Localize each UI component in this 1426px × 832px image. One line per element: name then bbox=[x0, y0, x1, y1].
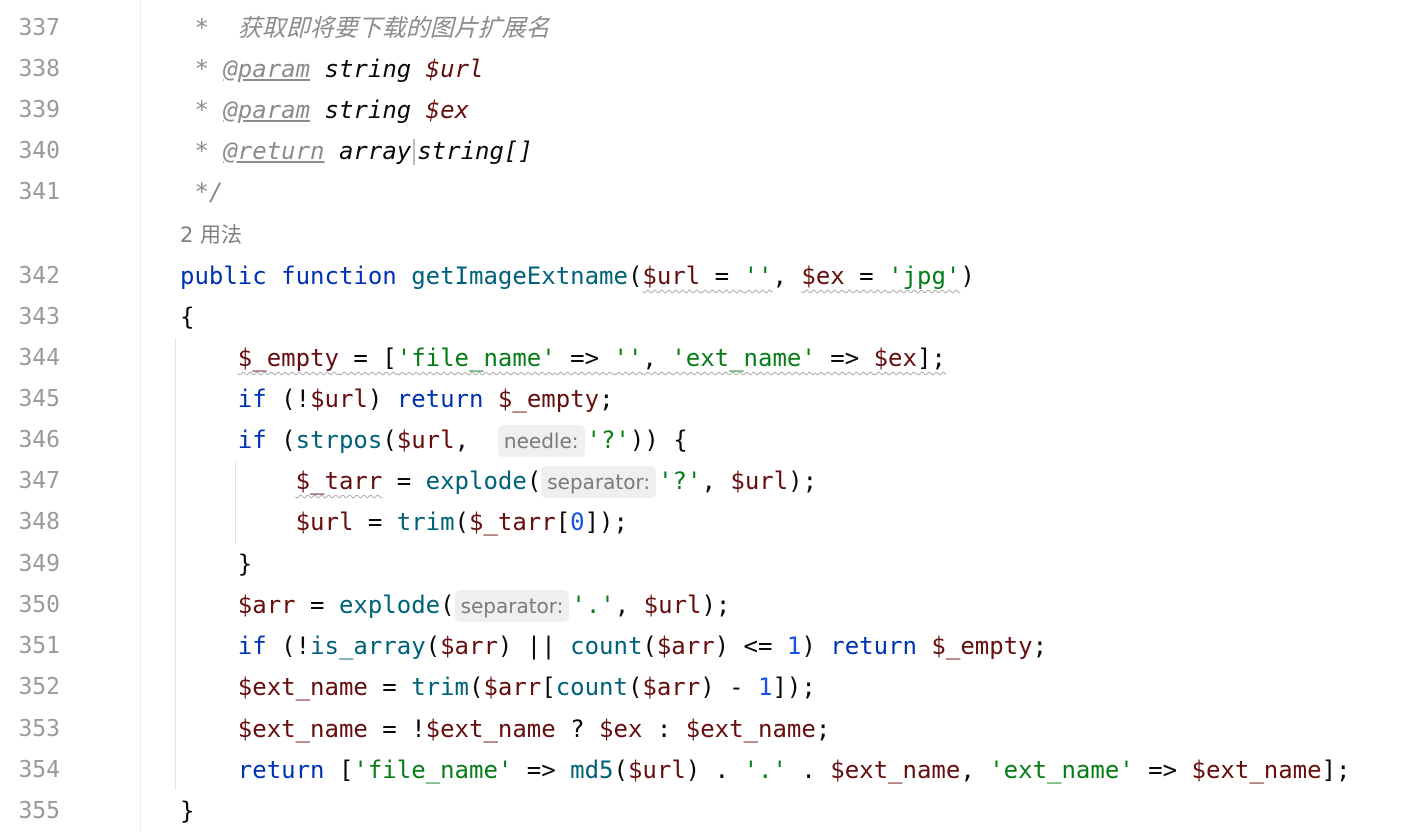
code-line[interactable]: 344 $_empty = ['file_name' => '', 'ext_n… bbox=[0, 338, 1426, 379]
code-text: } bbox=[180, 797, 195, 825]
code-line[interactable]: 353 $ext_name = !$ext_name ? $ex : $ext_… bbox=[0, 709, 1426, 750]
line-number: 350 bbox=[18, 592, 60, 618]
line-number: 345 bbox=[18, 386, 60, 412]
code-line[interactable]: 350 $arr = explode(separator:'.', $url); bbox=[0, 585, 1426, 626]
code-line[interactable]: 346 if (strpos($url, needle:'?')) { bbox=[0, 420, 1426, 461]
code-line[interactable]: 345 if (!$url) return $_empty; bbox=[0, 379, 1426, 420]
line-number: 340 bbox=[18, 138, 60, 164]
line-number: 354 bbox=[18, 757, 60, 783]
doc-tag: @param bbox=[223, 96, 311, 124]
text-caret bbox=[413, 139, 416, 165]
code-text: if (strpos($url, needle:'?')) { bbox=[180, 420, 688, 461]
doc-var: $url bbox=[425, 55, 484, 83]
parameter-hint: separator: bbox=[541, 466, 657, 498]
line-number: 346 bbox=[18, 427, 60, 453]
code-text: $_tarr = explode(separator:'?', $url); bbox=[180, 461, 817, 502]
line-number: 342 bbox=[18, 263, 60, 289]
code-line[interactable]: 337 * 获取即将要下载的图片扩展名 bbox=[0, 8, 1426, 49]
code-line[interactable]: 341 */ bbox=[0, 172, 1426, 213]
code-text: */ bbox=[180, 172, 223, 213]
usage-hint-line[interactable]: 2 用法 bbox=[0, 215, 1426, 256]
doc-comment-text: 获取即将要下载的图片扩展名 bbox=[237, 14, 550, 42]
code-line[interactable]: 339 * @param string $ex bbox=[0, 90, 1426, 131]
code-line[interactable]: 351 if (!is_array($arr) || count($arr) <… bbox=[0, 626, 1426, 667]
code-line[interactable]: 354 return ['file_name' => md5($url) . '… bbox=[0, 750, 1426, 791]
code-line[interactable]: 352 $ext_name = trim($arr[count($arr) - … bbox=[0, 667, 1426, 708]
code-line[interactable]: 355 } bbox=[0, 791, 1426, 832]
line-number: 349 bbox=[18, 551, 60, 577]
parameter-hint: needle: bbox=[497, 425, 585, 457]
parameter-hint: separator: bbox=[454, 590, 570, 622]
doc-type: string bbox=[324, 55, 412, 83]
line-number: 344 bbox=[18, 345, 60, 371]
line-number: 352 bbox=[18, 674, 60, 700]
doc-type: string[] bbox=[417, 137, 533, 165]
code-line[interactable]: 342 public function getImageExtname($url… bbox=[0, 256, 1426, 297]
line-number: 337 bbox=[18, 15, 60, 41]
code-text: if (!$url) return $_empty; bbox=[237, 385, 614, 413]
code-line[interactable]: 348 $url = trim($_tarr[0]); bbox=[0, 502, 1426, 543]
doc-var: $ex bbox=[425, 96, 470, 124]
code-text: { bbox=[180, 303, 195, 331]
code-line[interactable]: 349 } bbox=[0, 544, 1426, 585]
line-number: 341 bbox=[18, 179, 60, 205]
code-text: } bbox=[180, 550, 253, 578]
indent-guide bbox=[175, 338, 176, 790]
line-number: 347 bbox=[18, 468, 60, 494]
usage-count-link[interactable]: 2 用法 bbox=[180, 223, 243, 247]
line-number: 355 bbox=[18, 798, 60, 824]
code-line[interactable]: 343 { bbox=[0, 297, 1426, 338]
doc-tag: @return bbox=[223, 137, 325, 165]
doc-type: string bbox=[324, 96, 412, 124]
code-text: return ['file_name' => md5($url) . '.' .… bbox=[237, 756, 1351, 784]
code-text: $arr = explode(separator:'.', $url); bbox=[180, 585, 730, 626]
code-text: if (!is_array($arr) || count($arr) <= 1)… bbox=[237, 632, 1048, 660]
code-line[interactable]: 347 $_tarr = explode(separator:'?', $url… bbox=[0, 461, 1426, 502]
line-number: 343 bbox=[18, 304, 60, 330]
line-number: 348 bbox=[18, 509, 60, 535]
code-text: $ext_name = !$ext_name ? $ex : $ext_name… bbox=[237, 715, 831, 743]
code-line[interactable]: 338 * @param string $url bbox=[0, 49, 1426, 90]
doc-comment-close: */ bbox=[194, 178, 224, 206]
code-text: * @param string $url bbox=[180, 55, 484, 83]
line-number: 339 bbox=[18, 97, 60, 123]
doc-tag: @param bbox=[223, 55, 311, 83]
line-number: 353 bbox=[18, 716, 60, 742]
line-number: 338 bbox=[18, 56, 60, 82]
doc-type: array bbox=[338, 137, 412, 165]
indent-guide bbox=[235, 462, 236, 544]
code-text: * 获取即将要下载的图片扩展名 bbox=[180, 14, 550, 42]
code-text: $ext_name = trim($arr[count($arr) - 1]); bbox=[237, 673, 816, 701]
code-text: $_empty = ['file_name' => '', 'ext_name'… bbox=[237, 344, 946, 372]
code-text: * @param string $ex bbox=[180, 96, 470, 124]
code-text: public function getImageExtname($url = '… bbox=[180, 262, 975, 290]
code-text: $url = trim($_tarr[0]); bbox=[295, 508, 628, 536]
line-number-gutter[interactable] bbox=[0, 0, 141, 832]
line-number: 351 bbox=[18, 633, 60, 659]
